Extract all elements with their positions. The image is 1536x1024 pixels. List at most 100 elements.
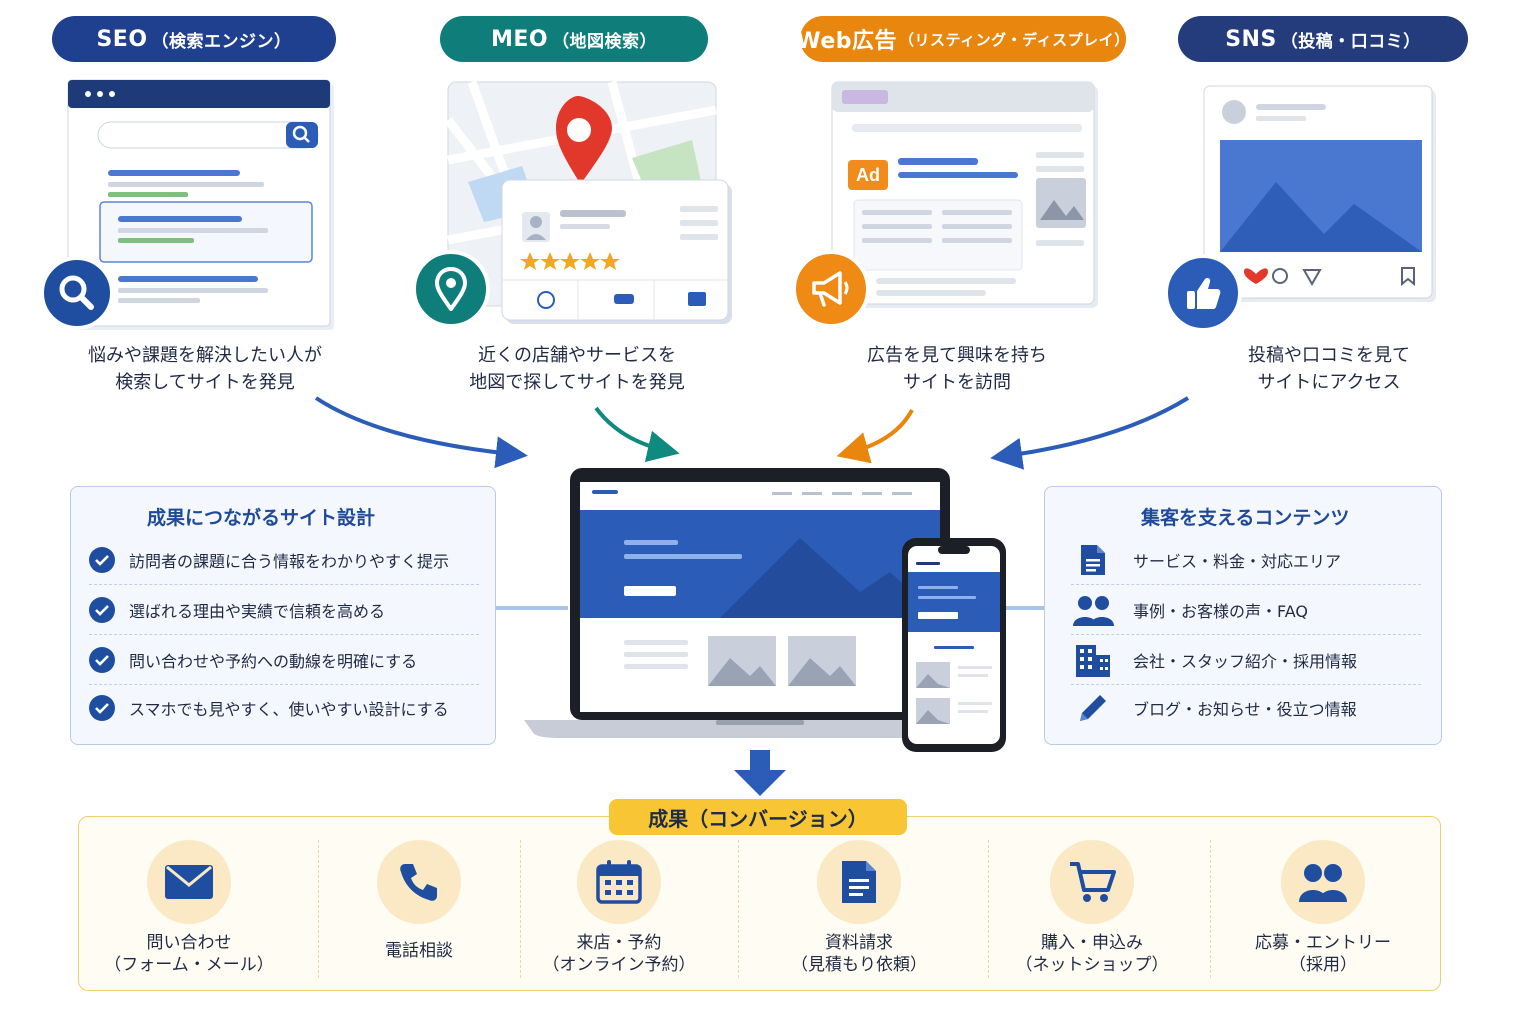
sns-caption-line1: 投稿や口コミを見て: [1248, 345, 1410, 366]
conversion-label-line2: （ネットショップ）: [1015, 955, 1169, 975]
web-ads-pill: Web広告 （リスティング・ディスプレイ）: [796, 16, 1129, 62]
laptop-and-phone-illustration: [524, 468, 1006, 752]
content-item-label: サービス・料金・対応エリア: [1133, 551, 1342, 571]
design-item: 訪問者の課題に合う情報をわかりやすく提示: [89, 535, 479, 585]
content-item-label: 会社・スタッフ紹介・採用情報: [1133, 651, 1358, 671]
content-panel-title: 集客を支えるコンテンツ: [1141, 507, 1350, 529]
design-item: 選ばれる理由や実績で信頼を高める: [89, 585, 479, 635]
conversion-label-line1: 資料請求: [825, 933, 893, 953]
seo-caption-line1: 悩みや課題を解決したい人が: [88, 345, 322, 366]
conversion-item-reservation: 来店・予約 （オンライン予約）: [509, 840, 729, 990]
conversion-label-line2: （見積もり依頼）: [791, 955, 927, 975]
content-item: サービス・料金・対応エリア: [1071, 535, 1421, 585]
conversion-divider: [520, 840, 521, 978]
channel-sns: SNS （投稿・口コミ） 投稿や口コミを見て サイトにアクセス: [1164, 0, 1494, 400]
conversion-label-line1: 電話相談: [385, 941, 453, 961]
web-ad-illustration: Ad: [831, 81, 1098, 308]
down-arrow-icon: [734, 750, 786, 796]
ad-label: Ad: [856, 165, 880, 185]
thumbs-up-icon: [1164, 254, 1242, 332]
search-engine-illustration: [67, 79, 334, 330]
check-icon: [89, 646, 115, 673]
conversion-label-line1: 来店・予約: [576, 933, 662, 953]
conversion-label-line2: （採用）: [1289, 955, 1357, 975]
conversion-label-line1: 問い合わせ: [146, 933, 232, 953]
conversion-label-line1: 購入・申込み: [1041, 933, 1143, 953]
check-icon: [89, 695, 115, 721]
content-item-label: ブログ・お知らせ・役立つ情報: [1133, 700, 1357, 719]
web-ads-caption-line1: 広告を見て興味を持ち: [867, 345, 1047, 366]
conversion-label: 来店・予約 （オンライン予約）: [509, 932, 729, 976]
search-icon: [40, 256, 114, 330]
map-illustration: [444, 80, 732, 324]
left-connector: [496, 606, 568, 610]
conversion-divider: [738, 840, 739, 978]
seo-title: SEO: [96, 26, 148, 52]
building-icon: [1071, 640, 1115, 680]
sns-post-illustration: [1203, 85, 1436, 302]
web-ads-subtitle: （リスティング・ディスプレイ）: [899, 30, 1130, 49]
sns-caption: 投稿や口コミを見て サイトにアクセス: [1164, 342, 1494, 396]
sns-caption-line2: サイトにアクセス: [1257, 372, 1401, 393]
channel-seo: SEO （検索エンジン） 悩みや課題を解決したい人が 検索してサイトを発見: [40, 0, 370, 400]
document-icon: [817, 840, 901, 924]
phone-icon: [377, 840, 461, 924]
content-panel: 集客を支えるコンテンツ サービス・料金・対応エリア 事例・お客様の声・FAQ 会…: [1044, 486, 1442, 745]
meo-arrow: [594, 406, 680, 463]
people-icon: [1071, 590, 1115, 630]
conversion-label: 問い合わせ （フォーム・メール）: [79, 932, 299, 976]
web-ads-caption-line2: サイトを訪問: [903, 372, 1011, 393]
check-icon: [89, 596, 115, 623]
design-item-label: スマホでも見やすく、使いやすい設計にする: [129, 700, 449, 719]
design-item-label: 訪問者の課題に合う情報をわかりやすく提示: [129, 551, 450, 571]
design-item-label: 選ばれる理由や実績で信頼を高める: [129, 601, 386, 621]
people-icon: [1281, 840, 1365, 924]
meo-title: MEO: [490, 26, 549, 52]
location-pin-icon: [412, 250, 490, 328]
design-item-label: 問い合わせや予約への動線を明確にする: [129, 651, 418, 671]
sns-arrow: [990, 396, 1190, 470]
channel-meo: MEO （地図検索） 近くの: [412, 0, 742, 400]
conversion-label: 資料請求 （見積もり依頼）: [749, 932, 969, 976]
channel-web-ads: Web広告 （リスティング・ディスプレイ） Ad 広告を見て興味を持ち サイトを…: [792, 0, 1129, 400]
web-ads-arrow: [836, 409, 914, 464]
seo-subtitle: （検索エンジン）: [151, 31, 292, 52]
document-icon: [1071, 540, 1115, 580]
sns-subtitle: （投稿・口コミ）: [1280, 31, 1421, 52]
content-item-label: 事例・お客様の声・FAQ: [1133, 601, 1308, 621]
conversion-divider: [1210, 840, 1211, 978]
conversion-divider: [318, 840, 319, 978]
flow-arrows: [314, 396, 1190, 470]
conversion-item-purchase: 購入・申込み （ネットショップ）: [982, 840, 1202, 990]
design-panel-title: 成果につながるサイト設計: [147, 507, 376, 529]
conversion-label-line2: （フォーム・メール）: [104, 955, 274, 975]
seo-caption: 悩みや課題を解決したい人が 検索してサイトを発見: [40, 342, 370, 396]
meo-caption-line2: 地図で探してサイトを発見: [469, 372, 685, 393]
mail-icon: [147, 840, 231, 924]
conversion-label-line2: （オンライン予約）: [542, 955, 696, 975]
meo-subtitle: （地図検索）: [552, 31, 658, 52]
calendar-icon: [577, 840, 661, 924]
conversion-item-phone: 電話相談: [309, 840, 529, 990]
seo-arrow: [314, 396, 528, 469]
right-connector: [1004, 606, 1046, 610]
conversion-label-line1: 応募・エントリー: [1255, 933, 1391, 953]
megaphone-icon: [792, 250, 870, 328]
conversion-title: 成果（コンバージョン）: [609, 799, 907, 835]
content-item: 会社・スタッフ紹介・採用情報: [1071, 635, 1421, 685]
conversion-label: 購入・申込み （ネットショップ）: [982, 932, 1202, 976]
content-item: ブログ・お知らせ・役立つ情報: [1071, 683, 1421, 733]
seo-caption-line2: 検索してサイトを発見: [115, 372, 295, 393]
seo-pill: SEO （検索エンジン）: [52, 16, 336, 62]
content-item: 事例・お客様の声・FAQ: [1071, 585, 1421, 635]
sns-pill: SNS （投稿・口コミ）: [1178, 16, 1468, 62]
conversion-label: 応募・エントリー （採用）: [1213, 932, 1433, 976]
meo-caption: 近くの店舗やサービスを 地図で探してサイトを発見: [412, 342, 742, 396]
conversion-item-document-request: 資料請求 （見積もり依頼）: [749, 840, 969, 990]
web-ads-title: Web広告: [796, 29, 898, 54]
meo-caption-line1: 近くの店舗やサービスを: [478, 345, 676, 366]
conversion-item-entry: 応募・エントリー （採用）: [1213, 840, 1433, 990]
meo-pill: MEO （地図検索）: [440, 16, 708, 62]
design-item: スマホでも見やすく、使いやすい設計にする: [89, 683, 479, 733]
conversion-divider: [988, 840, 989, 978]
